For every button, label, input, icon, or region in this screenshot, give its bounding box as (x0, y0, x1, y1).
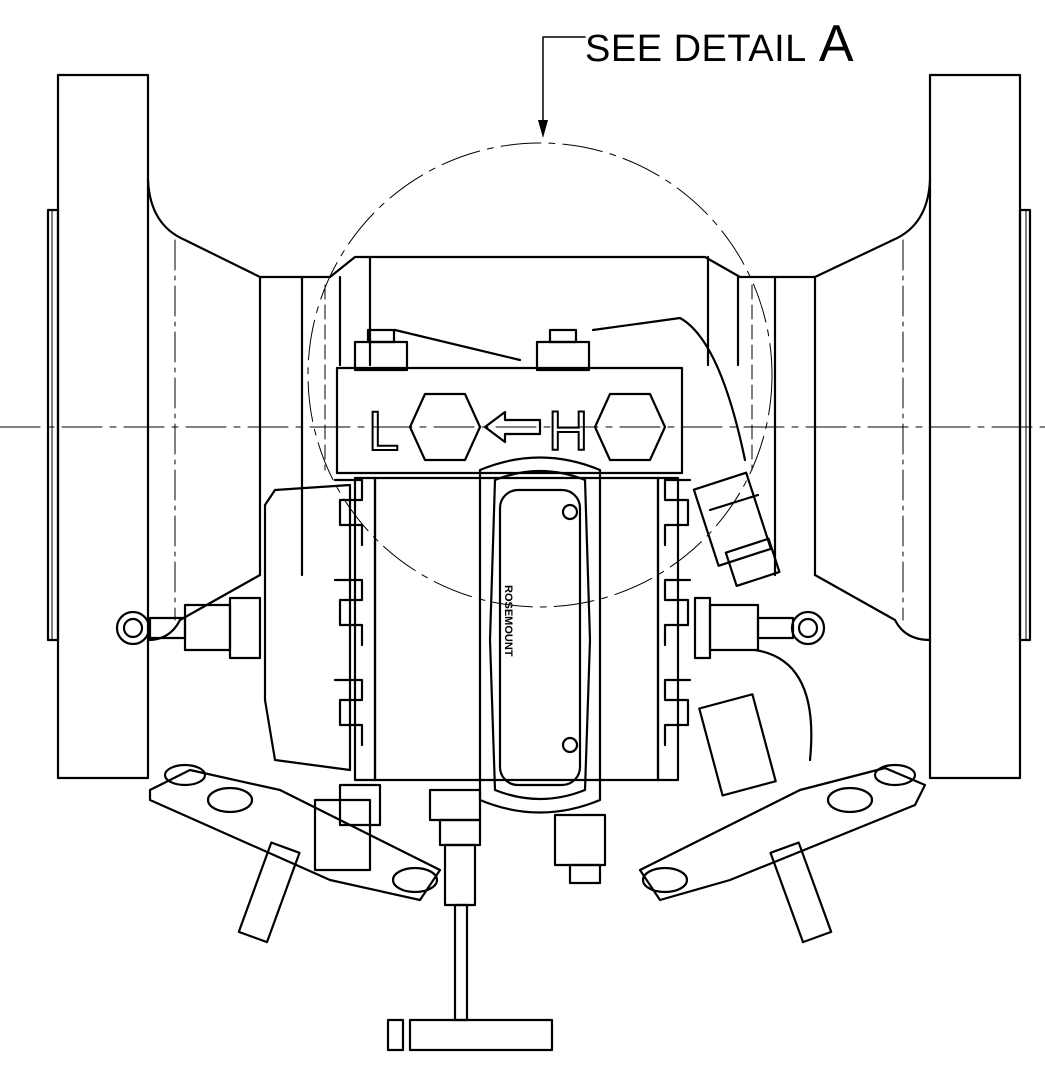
right-flange (928, 73, 1032, 780)
right-handwheel (638, 648, 927, 944)
meter-body (146, 178, 932, 642)
high-side-marking: H (548, 399, 588, 462)
left-coplanar-flange (263, 476, 377, 782)
right-coplanar-flange (656, 476, 692, 782)
callout-letter: A (818, 15, 854, 73)
detail-callout-leader (538, 36, 586, 138)
high-side-hex-port (593, 392, 667, 462)
brand-marking: ROSEMOUNT (502, 585, 514, 657)
transmitter-housing (373, 456, 660, 814)
left-handwheel (148, 763, 442, 944)
right-upper-valve (692, 471, 781, 588)
right-drain-vent (693, 596, 826, 660)
detail-a-circle (307, 142, 773, 608)
left-flange (46, 73, 150, 780)
flow-direction-arrow-icon (483, 410, 542, 444)
center-t-handle-valve (386, 788, 607, 1052)
see-detail-callout: SEE DETAIL A (585, 14, 854, 74)
left-drain-vent (115, 596, 262, 660)
low-side-marking: L (368, 399, 399, 462)
low-side-hex-port (408, 392, 482, 462)
callout-label: SEE DETAIL (585, 28, 807, 70)
manifold-block (335, 316, 747, 475)
